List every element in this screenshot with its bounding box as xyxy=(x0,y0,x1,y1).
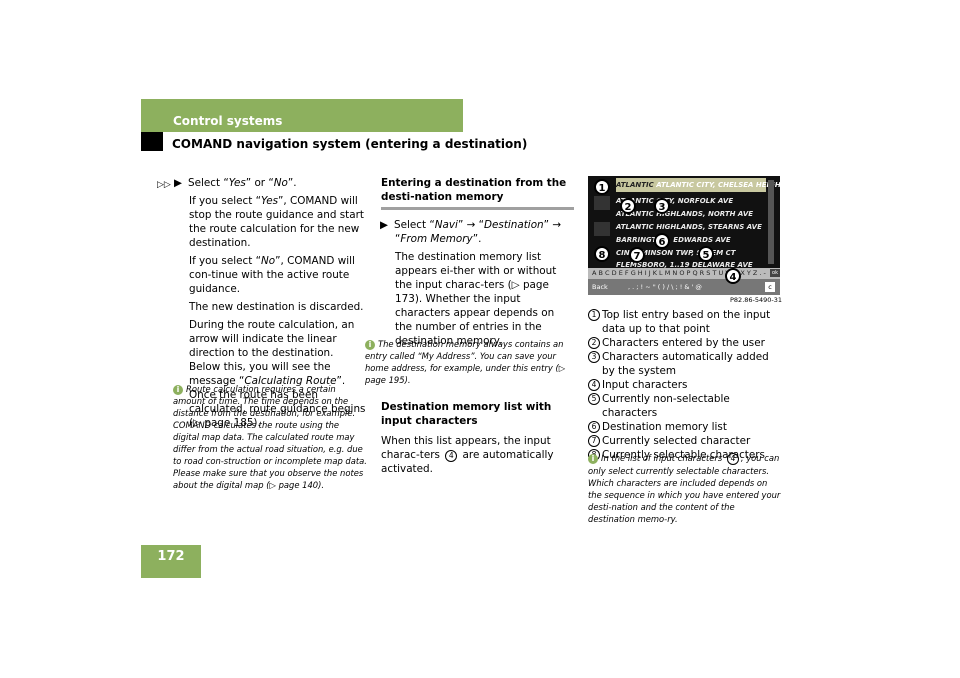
middle-lower: Destination memory list with input chara… xyxy=(381,400,574,480)
header-marker xyxy=(141,132,163,151)
para-yes: If you select “Yes”, COMAND will stop th… xyxy=(189,195,364,249)
page-number-box: 172 xyxy=(141,545,201,578)
input-characters: A B C D E F G H I J K L M N O P Q R S T … xyxy=(588,268,780,279)
section-heading: Entering a destination from the desti-na… xyxy=(381,177,567,203)
callout-8: 8 xyxy=(594,246,610,262)
back-label: Back xyxy=(592,283,608,291)
screen-row-5: BARRINGTON, EDWARDS AVE xyxy=(616,236,731,244)
para-discarded: The new destination is discarded. xyxy=(189,301,364,313)
screen-row-3: ATLANTIC HIGHLANDS, NORTH AVE xyxy=(616,210,754,218)
side-icon xyxy=(594,222,610,236)
callout-3-icon: 3 xyxy=(588,351,600,363)
callout-3: 3 xyxy=(654,198,670,214)
callout-4: 4 xyxy=(725,268,741,284)
callout-1: 1 xyxy=(594,179,610,195)
scrollbar xyxy=(768,180,774,264)
screen-row-7: FLEMSBORO, 1..19 DELAWARE AVE xyxy=(616,261,753,269)
para-memory-list: The destination memory list appears ei-t… xyxy=(395,251,557,347)
callout-2-icon: 2 xyxy=(588,337,600,349)
callout-6-icon: 6 xyxy=(588,421,600,433)
callout-4-icon: 4 xyxy=(445,450,458,462)
bullet-icon: ▶ xyxy=(380,219,388,231)
para-route-begins: Once the route has been calculated, rout… xyxy=(189,389,366,429)
page-number: 172 xyxy=(157,549,185,564)
left-column: ▶Select “Yes” or “No”. If you select “Ye… xyxy=(174,176,367,434)
callout-7: 7 xyxy=(629,247,645,263)
callout-1-icon: 1 xyxy=(588,309,600,321)
screen-row-6: CINNAMINSON TWP, SALEM CT xyxy=(616,249,736,257)
heading-rule xyxy=(381,207,574,210)
callout-5-icon: 5 xyxy=(588,393,600,405)
para-no: If you select “No”, COMAND will con-tinu… xyxy=(189,255,355,295)
page-subtitle: COMAND navigation system (entering a des… xyxy=(172,137,528,151)
step-select-yes-no: ▶Select “Yes” or “No”. xyxy=(174,177,297,189)
comand-screen: ATLANTIC ATLANTIC CITY, CHELSEA HEIGHTS … xyxy=(588,176,780,295)
middle-body: ▶Select “Navi” → “Destination” → “From M… xyxy=(380,218,574,348)
callout-2: 2 xyxy=(620,198,636,214)
callout-4-icon: 4 xyxy=(726,453,739,465)
info-icon: i xyxy=(173,385,183,395)
para-calculation: During the route calculation, an arrow w… xyxy=(189,319,355,387)
c-key: c xyxy=(765,282,775,292)
ok-key: ok xyxy=(770,269,780,277)
bullet-icon: ▶ xyxy=(174,177,182,189)
continuation-mark: ▷▷ xyxy=(157,180,171,190)
step-select-navi: ▶Select “Navi” → “Destination” → “From M… xyxy=(380,219,562,245)
info-icon: i xyxy=(588,454,598,464)
callout-7-icon: 7 xyxy=(588,435,600,447)
callout-4-icon: 4 xyxy=(588,379,600,391)
section-title: Control systems xyxy=(173,114,283,128)
side-icon xyxy=(594,196,610,210)
screen-row-2: ATLANTIC CITY, NORFOLK AVE xyxy=(616,197,734,205)
subheading-memory-list: Destination memory list with input chara… xyxy=(381,401,552,427)
screen-row-4: ATLANTIC HIGHLANDS, STEARNS AVE xyxy=(616,223,762,231)
callout-5: 5 xyxy=(698,246,714,262)
info-icon: i xyxy=(365,340,375,350)
header-band: Control systems xyxy=(141,99,463,132)
figure-code: P82.86-5490-31 xyxy=(730,296,783,304)
screen-row-1: ATLANTIC ATLANTIC CITY, CHELSEA HEIGHTS xyxy=(616,178,780,192)
symbol-keys: , . ; ! ~ " ( ) / \ ; ! & ' @ xyxy=(628,283,702,291)
para-input-activated: When this list appears, the input charac… xyxy=(381,435,554,475)
middle-column: Entering a destination from the desti-na… xyxy=(380,176,574,352)
callout-6: 6 xyxy=(654,233,670,249)
screen-bottom-bar: Back , . ; ! ~ " ( ) / \ ; ! & ' @ c xyxy=(588,279,780,295)
